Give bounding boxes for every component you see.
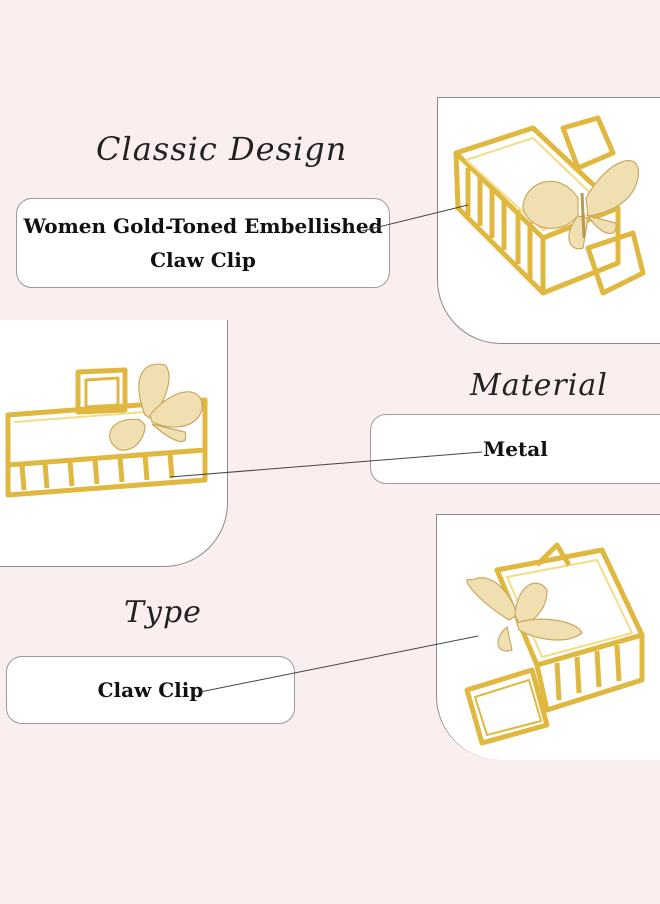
- product-photo-middle: [0, 320, 228, 567]
- heading-type: Type: [124, 595, 202, 630]
- value-classic-design: Women Gold-Toned Embellished Claw Clip: [23, 214, 383, 272]
- product-photo-top: [437, 97, 660, 344]
- heading-material: Material: [470, 368, 608, 403]
- value-type: Claw Clip: [97, 678, 204, 702]
- claw-clip-image-1: [453, 115, 646, 296]
- claw-clip-image-3: [464, 542, 645, 746]
- heading-classic-design: Classic Design: [96, 130, 348, 168]
- claw-clip-image-2: [5, 363, 208, 498]
- value-box-type: Claw Clip: [6, 656, 295, 724]
- value-box-classic-design: Women Gold-Toned Embellished Claw Clip: [16, 198, 390, 288]
- product-photo-bottom: [436, 514, 660, 760]
- value-box-material: Metal: [370, 414, 660, 484]
- value-material: Metal: [483, 437, 548, 461]
